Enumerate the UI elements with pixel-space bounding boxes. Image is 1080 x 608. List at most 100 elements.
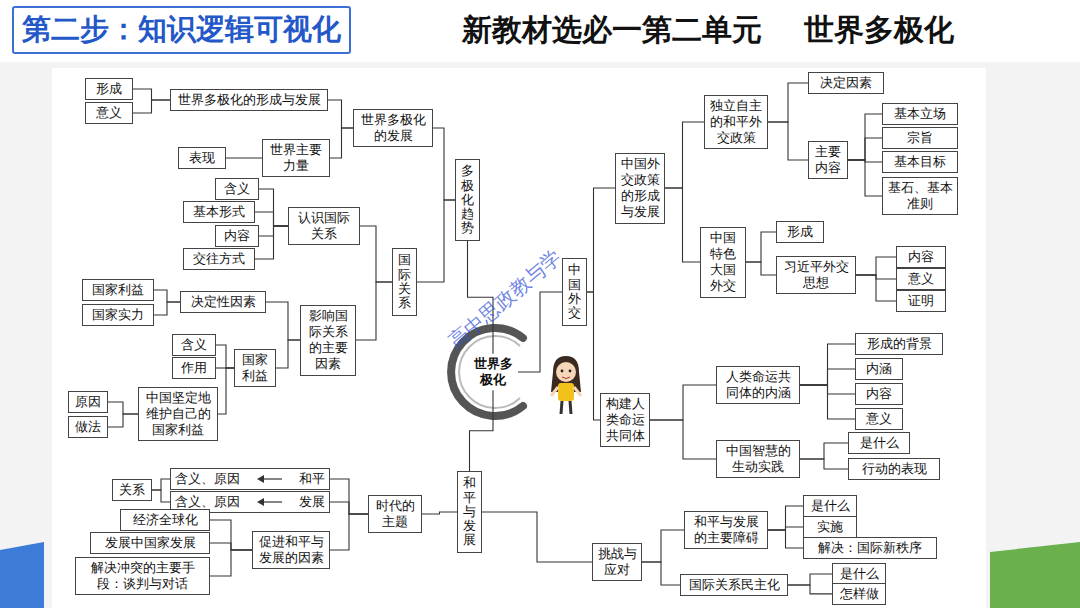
topic-box: 怎样做 bbox=[832, 583, 886, 605]
topic-box: 和平与发展的主要障碍 bbox=[684, 511, 768, 550]
connector-line bbox=[152, 490, 170, 502]
box-text: 独立自主的和平外交政策 bbox=[710, 98, 762, 146]
box-text: 国家利益 bbox=[92, 282, 144, 297]
box-text: 决定性因素 bbox=[191, 294, 256, 309]
connector-line bbox=[417, 200, 455, 282]
topic-box: 认识国际关系 bbox=[288, 207, 360, 246]
box-text: 发展 bbox=[299, 494, 325, 510]
box-text: 人类命运共同体的内涵 bbox=[726, 369, 791, 400]
topic-box: 国家利益 bbox=[234, 349, 276, 388]
topic-box: 宗旨 bbox=[882, 127, 958, 149]
connector-line bbox=[255, 226, 288, 259]
topic-box: 中国坚定地维护自己的国家利益 bbox=[138, 387, 218, 442]
corner-stripe bbox=[0, 542, 44, 608]
connector-line bbox=[788, 585, 832, 594]
topic-box: 内容 bbox=[896, 246, 946, 268]
connector-line bbox=[330, 128, 353, 158]
topic-box: 主要内容 bbox=[808, 141, 848, 180]
topic-box: 基石、基本准则 bbox=[882, 177, 958, 216]
box-text: 关系 bbox=[119, 482, 145, 497]
box-text: 证明 bbox=[908, 293, 934, 308]
topic-box: 构建人类命运共同体 bbox=[600, 393, 650, 448]
connector-line bbox=[108, 414, 138, 427]
box-text: 发展中国家发展 bbox=[105, 535, 196, 550]
box-text: 内容 bbox=[224, 228, 250, 243]
topic-box: 是什么 bbox=[848, 432, 910, 454]
connector-line bbox=[665, 122, 704, 188]
box-text: 原因 bbox=[75, 394, 101, 409]
box-text: 交往方式 bbox=[193, 251, 245, 266]
topic-box: 关系 bbox=[112, 479, 152, 501]
connector-line bbox=[330, 502, 368, 514]
box-text: 世界多极化 bbox=[474, 356, 513, 387]
slide-title: 新教材选必一第二单元 世界多极化 bbox=[462, 10, 954, 51]
topic-box: 促进和平与发展的因素 bbox=[252, 531, 330, 570]
topic-box: 影响国际关系的主要因素 bbox=[300, 305, 356, 376]
box-text: 基本形式 bbox=[193, 204, 245, 219]
box-text: 中国坚定地维护自己的国家利益 bbox=[146, 390, 211, 438]
topic-box: 独立自主的和平外交政策 bbox=[704, 95, 768, 150]
connector-line bbox=[848, 160, 882, 196]
box-text: 做法 bbox=[75, 419, 101, 434]
connector-line bbox=[768, 122, 808, 160]
box-text: 促进和平与发展的因素 bbox=[259, 534, 324, 565]
header-band bbox=[0, 0, 1080, 62]
box-text: 国家利益 bbox=[242, 352, 268, 383]
connector-line bbox=[650, 420, 716, 459]
topic-box: 中国特色大国外交 bbox=[700, 227, 746, 298]
topic-box: 形成的背景 bbox=[855, 333, 943, 355]
connector-line bbox=[108, 402, 138, 414]
connector-line bbox=[587, 292, 600, 420]
connector-line bbox=[768, 83, 808, 122]
topic-box: 原因 bbox=[68, 391, 108, 413]
box-text: 内容 bbox=[908, 249, 934, 264]
connector-line bbox=[154, 302, 180, 315]
topic-box: 证明 bbox=[896, 290, 946, 312]
topic-box: 意义 bbox=[85, 102, 133, 124]
topic-box: 习近平外交思想 bbox=[776, 256, 856, 295]
connector-line bbox=[642, 562, 680, 585]
connector-line bbox=[788, 574, 832, 585]
topic-box: 解决：国际新秩序 bbox=[803, 537, 937, 559]
box-text: 国际关系民主化 bbox=[689, 577, 780, 592]
topic-box: 国际关系民主化 bbox=[680, 574, 788, 596]
box-text: 是什么 bbox=[811, 498, 850, 513]
box-text: 解决：国际新秩序 bbox=[818, 540, 922, 555]
box-text: 行动的表现 bbox=[862, 461, 927, 476]
box-text: 多极化趋势 bbox=[461, 164, 474, 235]
topic-box: 世界主要力量 bbox=[262, 139, 330, 178]
box-text: 基本目标 bbox=[894, 154, 946, 169]
topic-box: 国家利益 bbox=[82, 279, 154, 301]
connector-line bbox=[587, 188, 615, 292]
connector-line bbox=[642, 530, 684, 562]
topic-box: 意义 bbox=[855, 408, 903, 430]
connector-line bbox=[768, 506, 803, 530]
box-text: 世界多极化的发展 bbox=[361, 112, 426, 143]
topic-box: 内涵 bbox=[855, 358, 903, 380]
connector-line bbox=[330, 479, 368, 514]
box-text: 基石、基本准则 bbox=[888, 180, 953, 211]
box-text: 决定因素 bbox=[820, 75, 872, 90]
box-text: 和平与发展的主要障碍 bbox=[694, 514, 759, 545]
box-text: 中国智慧的生动实践 bbox=[726, 443, 791, 474]
box-text: 作用 bbox=[181, 360, 207, 375]
topic-box: 内容 bbox=[855, 383, 903, 405]
connector-line bbox=[665, 188, 700, 262]
connector-line bbox=[276, 340, 300, 368]
box-text: 中国外交政策的形成与发展 bbox=[621, 156, 660, 220]
topic-box: 世界多极化的发展 bbox=[353, 109, 433, 148]
connector-line bbox=[226, 157, 262, 158]
box-text: 国家实力 bbox=[92, 307, 144, 322]
box-text: 中国特色大国外交 bbox=[710, 230, 736, 294]
topic-box: 做法 bbox=[68, 416, 108, 438]
connector-line bbox=[210, 550, 252, 576]
connector-line bbox=[768, 530, 803, 548]
connector-line bbox=[328, 100, 353, 128]
connector-line bbox=[746, 232, 776, 262]
center-topic: 世界多极化 bbox=[468, 354, 518, 391]
topic-box: 基本形式 bbox=[183, 201, 255, 223]
arrow-symbol bbox=[257, 497, 283, 507]
box-text: 意义 bbox=[866, 411, 892, 426]
topic-box: 形成 bbox=[776, 221, 824, 243]
